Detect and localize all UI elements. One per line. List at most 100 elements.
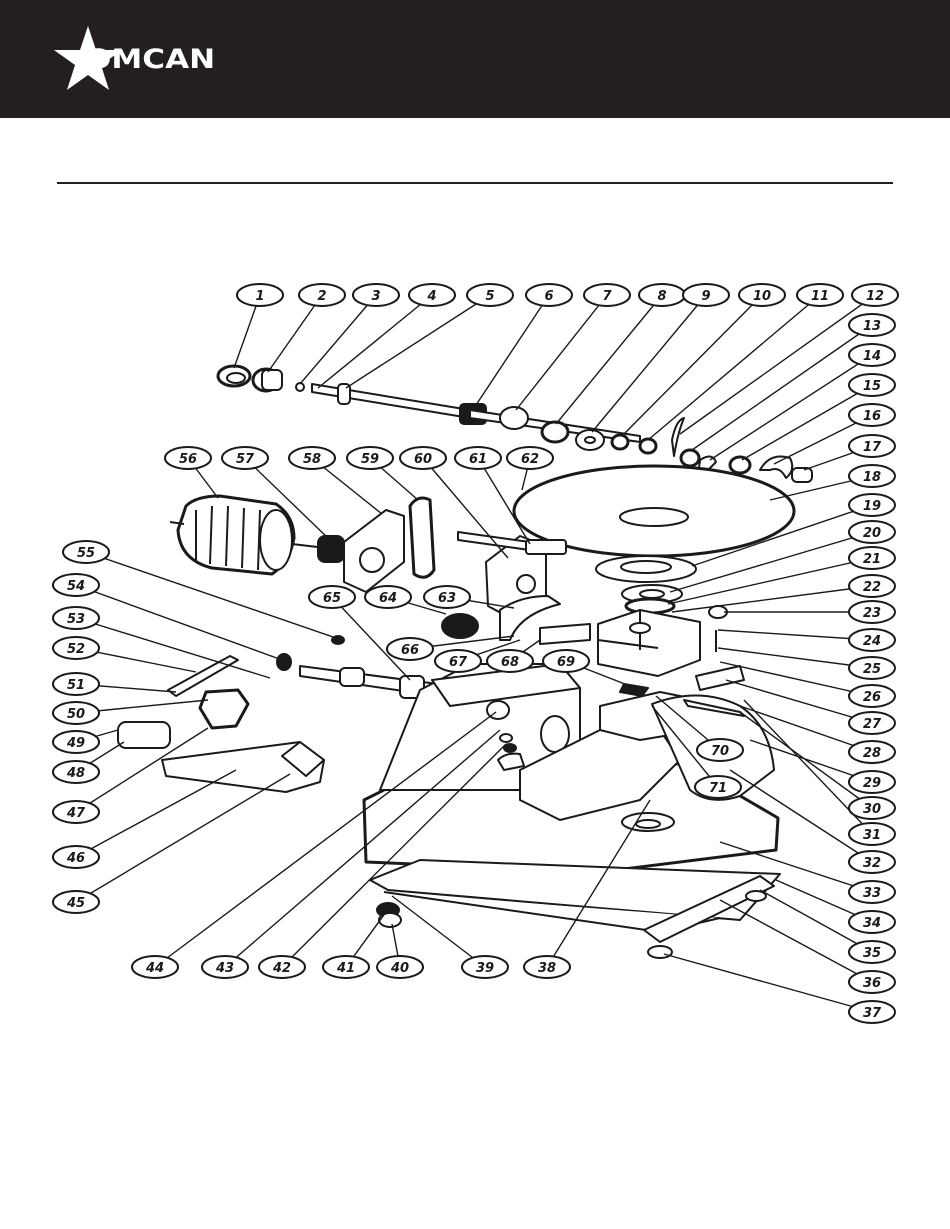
callout-number: 21 xyxy=(863,552,881,567)
callout-46: 46 xyxy=(53,846,99,868)
callout-leader-line xyxy=(710,355,872,460)
callout-8: 8 xyxy=(639,284,685,306)
callout-7: 7 xyxy=(584,284,630,306)
callout-5: 5 xyxy=(467,284,513,306)
callout-leader-line xyxy=(516,295,607,410)
callout-number: 12 xyxy=(866,289,884,304)
callout-9: 9 xyxy=(683,284,729,306)
callout-number: 34 xyxy=(863,916,881,931)
part-callouts: 1234567891011121314151617181920212223242… xyxy=(53,284,898,1023)
callout-leader-line xyxy=(268,295,322,372)
callout-14: 14 xyxy=(849,344,895,366)
callout-number: 66 xyxy=(401,643,419,658)
callout-56: 56 xyxy=(165,447,211,469)
callout-leader-line xyxy=(692,325,872,450)
callout-number: 51 xyxy=(67,678,85,693)
callout-6: 6 xyxy=(526,284,572,306)
callout-33: 33 xyxy=(849,881,895,903)
callout-30: 30 xyxy=(849,797,895,819)
callout-number: 65 xyxy=(323,591,341,606)
callout-60: 60 xyxy=(400,447,446,469)
callout-27: 27 xyxy=(849,712,895,734)
callout-44: 44 xyxy=(132,956,178,978)
callout-number: 54 xyxy=(67,579,85,594)
callout-leader-line xyxy=(76,770,236,857)
callout-63: 63 xyxy=(424,586,470,608)
callout-number: 57 xyxy=(236,452,255,467)
callout-57: 57 xyxy=(222,447,268,469)
callout-24: 24 xyxy=(849,629,895,651)
callout-62: 62 xyxy=(507,447,553,469)
callout-number: 67 xyxy=(449,655,468,670)
callout-number: 33 xyxy=(863,886,881,901)
callout-number: 16 xyxy=(863,409,881,424)
callout-29: 29 xyxy=(849,771,895,793)
callout-17: 17 xyxy=(849,435,895,457)
callout-number: 40 xyxy=(390,961,409,976)
callout-66: 66 xyxy=(387,638,433,660)
base-housing xyxy=(364,664,780,958)
callout-number: 14 xyxy=(863,349,881,364)
callout-number: 20 xyxy=(863,526,881,541)
callout-number: 5 xyxy=(485,289,494,304)
callout-leader-line xyxy=(423,458,508,558)
callout-number: 64 xyxy=(379,591,397,606)
callout-number: 69 xyxy=(557,655,575,670)
callout-leader-line xyxy=(648,295,820,440)
callout-43: 43 xyxy=(202,956,248,978)
callout-59: 59 xyxy=(347,447,393,469)
callout-number: 39 xyxy=(476,961,494,976)
callout-number: 1 xyxy=(255,289,264,304)
callout-leader-line xyxy=(680,295,875,434)
callout-number: 61 xyxy=(469,452,487,467)
callout-23: 23 xyxy=(849,601,895,623)
callout-number: 15 xyxy=(863,379,881,394)
callout-21: 21 xyxy=(849,547,895,569)
callout-number: 29 xyxy=(863,776,881,791)
callout-leader-line xyxy=(76,774,290,902)
callout-number: 3 xyxy=(371,289,380,304)
callout-1: 1 xyxy=(237,284,283,306)
callout-19: 19 xyxy=(849,494,895,516)
callout-number: 50 xyxy=(67,707,85,722)
callout-10: 10 xyxy=(739,284,785,306)
callout-45: 45 xyxy=(53,891,99,913)
callout-number: 44 xyxy=(145,961,164,976)
callout-number: 31 xyxy=(863,828,881,843)
callout-55: 55 xyxy=(63,541,109,563)
callout-42: 42 xyxy=(259,956,305,978)
callout-number: 25 xyxy=(863,662,881,677)
callout-number: 7 xyxy=(602,289,612,304)
callout-number: 30 xyxy=(863,802,881,817)
callout-leader-line xyxy=(672,586,872,612)
callout-number: 52 xyxy=(67,642,85,657)
callout-25: 25 xyxy=(849,657,895,679)
callout-38: 38 xyxy=(524,956,570,978)
callout-54: 54 xyxy=(53,574,99,596)
callout-11: 11 xyxy=(797,284,843,306)
callout-52: 52 xyxy=(53,637,99,659)
callout-number: 53 xyxy=(67,612,85,627)
callout-number: 28 xyxy=(863,746,881,761)
callout-number: 17 xyxy=(863,440,882,455)
callout-20: 20 xyxy=(849,521,895,543)
callout-12: 12 xyxy=(852,284,898,306)
callout-number: 49 xyxy=(66,736,85,751)
callout-35: 35 xyxy=(849,941,895,963)
callout-28: 28 xyxy=(849,741,895,763)
callout-71: 71 xyxy=(695,776,741,798)
callout-number: 38 xyxy=(538,961,556,976)
callout-number: 36 xyxy=(863,976,881,991)
callout-leader-line xyxy=(346,295,490,388)
callout-number: 58 xyxy=(303,452,321,467)
callout-50: 50 xyxy=(53,702,99,724)
callout-number: 27 xyxy=(863,717,882,732)
callout-40: 40 xyxy=(377,956,423,978)
callout-69: 69 xyxy=(543,650,589,672)
callout-number: 62 xyxy=(521,452,539,467)
callout-number: 35 xyxy=(863,946,881,961)
callout-67: 67 xyxy=(435,650,481,672)
blade-assembly xyxy=(514,466,794,676)
callout-number: 6 xyxy=(544,289,553,304)
callout-number: 68 xyxy=(501,655,519,670)
